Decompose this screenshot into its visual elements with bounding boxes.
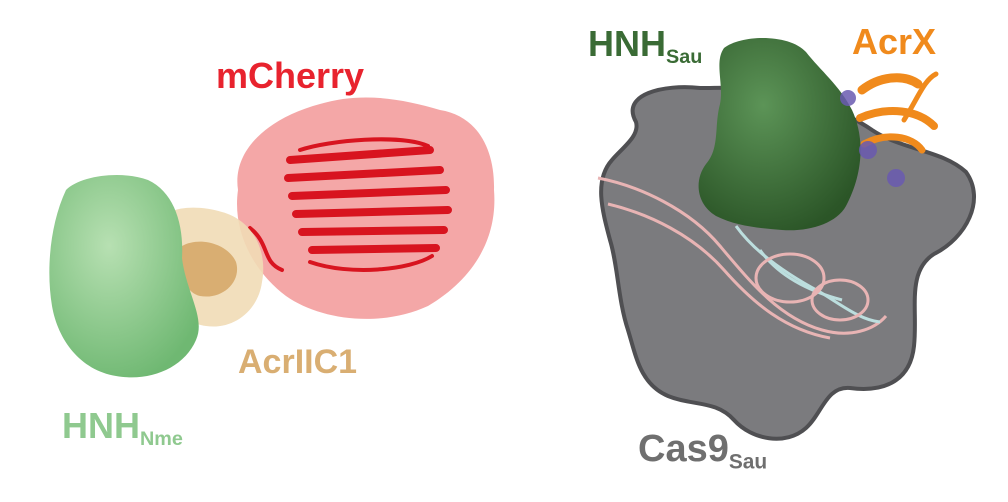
hnh-sau-label: HNHSau bbox=[588, 23, 703, 68]
acrx-ribbon bbox=[856, 71, 939, 154]
mcherry-beta-barrel bbox=[248, 137, 452, 272]
dna-duplex bbox=[597, 176, 888, 340]
hnh-nme-label: HNHNme bbox=[62, 405, 183, 450]
hnh-nme-surface bbox=[49, 175, 199, 378]
contact-residues bbox=[840, 90, 905, 187]
hnh-sau-surface bbox=[698, 37, 861, 231]
acriic1-label: AcrIIC1 bbox=[238, 343, 358, 381]
acrx-label: AcrX bbox=[852, 21, 937, 62]
cas9-sau-label: Cas9Sau bbox=[638, 428, 768, 474]
mcherry-label: mCherry bbox=[216, 55, 365, 96]
